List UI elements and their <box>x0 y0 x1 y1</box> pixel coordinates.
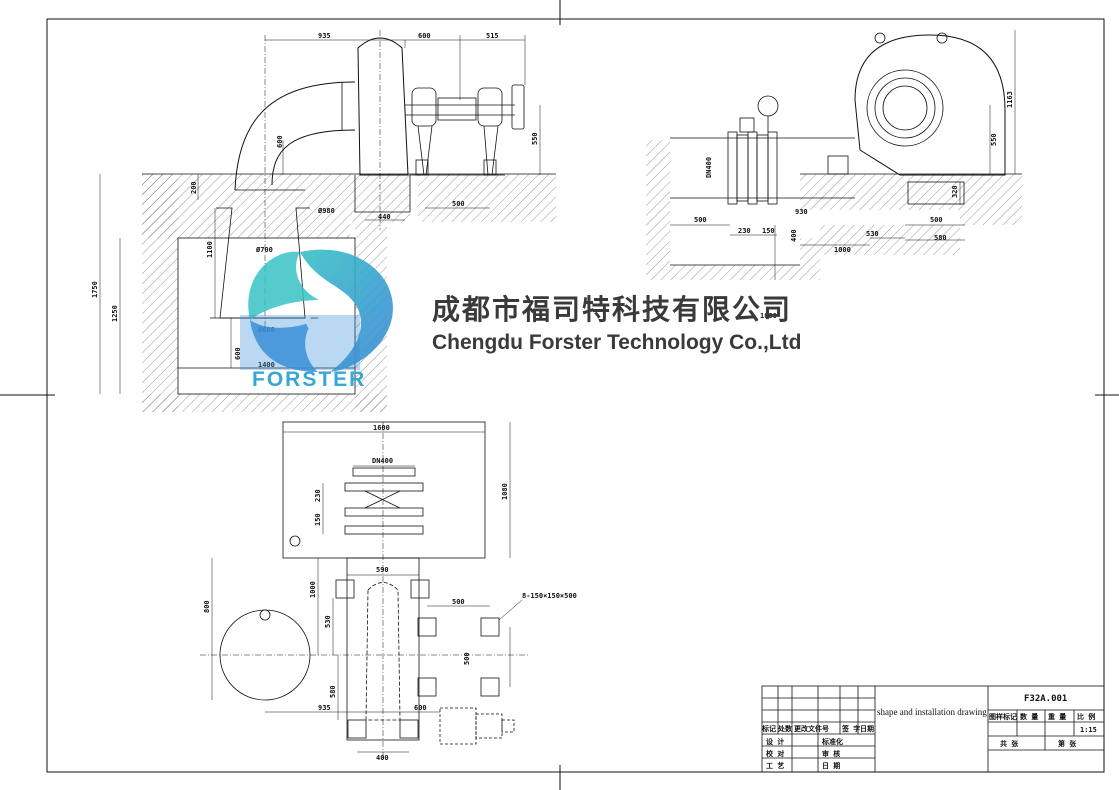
dim-dn400-plan: DN400 <box>372 457 393 465</box>
role-date: 日 期 <box>822 761 840 770</box>
dim-580-plan: 580 <box>329 685 337 698</box>
dim-590: 590 <box>376 566 389 574</box>
forster-logo <box>240 249 393 372</box>
dim-150: 150 <box>762 227 775 235</box>
dim-550: 550 <box>531 132 539 145</box>
dim-phi980: Ø980 <box>317 207 335 215</box>
company-name-en: Chengdu Forster Technology Co.,Ltd <box>432 331 802 354</box>
dim-1100: 1100 <box>206 241 214 258</box>
plan-view-dimensions: 1600 DN400 230 150 1080 590 800 1000 530… <box>203 424 577 762</box>
dim-1750: 1750 <box>91 281 99 298</box>
rev-header-2: 处数 <box>777 724 793 733</box>
sheet-total: 共 张 <box>1000 739 1019 748</box>
dim-600-pit: 600 <box>234 347 242 360</box>
dim-935: 935 <box>318 32 331 40</box>
dim-530-plan: 530 <box>324 615 332 628</box>
dim-1000-plan: 1000 <box>309 581 317 598</box>
drawing-number: F32A.001 <box>1024 694 1068 704</box>
sheet-no: 第 张 <box>1058 739 1077 748</box>
title-block <box>761 685 1105 773</box>
dim-1400: 1400 <box>258 361 275 369</box>
rev-header-3: 更改文件号 <box>794 724 829 733</box>
dim-1163: 1163 <box>1006 91 1014 108</box>
scale-value: 1:15 <box>1080 726 1097 734</box>
rev-header-4: 签 字 <box>841 724 860 733</box>
dim-200: 200 <box>190 181 198 194</box>
dim-800: 800 <box>203 600 211 613</box>
dim-515: 515 <box>486 32 499 40</box>
role-standard: 标准化 <box>821 737 843 746</box>
dim-320: 320 <box>951 185 959 198</box>
header-scale: 比 例 <box>1077 712 1095 721</box>
dim-935-plan: 935 <box>318 704 331 712</box>
dim-600: 600 <box>418 32 431 40</box>
dim-230: 230 <box>738 227 751 235</box>
dim-500-right: 500 <box>930 216 943 224</box>
dim-580: 580 <box>934 234 947 242</box>
dim-400-plan: 400 <box>376 754 389 762</box>
role-approve: 审 核 <box>822 749 840 758</box>
side-view <box>646 30 1022 280</box>
dim-500-left: 500 <box>694 216 707 224</box>
bolt-spec: 8-150×150×500 <box>522 592 577 600</box>
plan-view <box>200 421 530 760</box>
header-qty: 数 量 <box>1020 712 1038 721</box>
dim-550-side: 550 <box>990 133 998 146</box>
dim-dn400: DN400 <box>705 157 713 178</box>
role-design: 设 计 <box>766 737 784 746</box>
dim-500-plan-h: 500 <box>452 598 465 606</box>
dim-440: 440 <box>378 213 391 221</box>
dim-1080: 1080 <box>760 312 777 320</box>
header-weight: 重 量 <box>1048 712 1066 721</box>
dim-1000: 1000 <box>834 246 851 254</box>
dim-500-plan-v: 500 <box>463 652 471 665</box>
role-check: 校 对 <box>766 749 784 758</box>
dim-600-plan: 600 <box>414 704 427 712</box>
dim-1250: 1250 <box>111 305 119 322</box>
dim-600-elbow: 600 <box>276 135 284 148</box>
dim-1600: 1600 <box>373 424 390 432</box>
dim-500: 500 <box>452 200 465 208</box>
company-name-cn: 成都市福司特科技有限公司 <box>432 293 793 326</box>
dim-150-plan: 150 <box>314 513 322 526</box>
side-view-dimensions: 1163 550 DN400 320 500 230 150 400 1000 … <box>694 91 1014 320</box>
rev-header-5: 日期 <box>860 724 874 733</box>
dim-530: 530 <box>866 230 879 238</box>
dim-phi700: Ø700 <box>255 246 273 254</box>
dim-1080-plan: 1080 <box>501 483 509 500</box>
dim-400: 400 <box>790 229 798 242</box>
rev-header-1: 标记 <box>761 724 776 733</box>
role-process: 工 艺 <box>766 761 784 770</box>
dim-930: 930 <box>795 208 808 216</box>
title-block-text: 标记 处数 更改文件号 签 字 日期 设 计 校 对 工 艺 标准化 审 核 日… <box>761 712 1097 770</box>
logo-wordmark: FORSTER <box>252 368 367 391</box>
dim-230-plan: 230 <box>314 489 322 502</box>
header-mark: 图样标记 <box>989 712 1017 721</box>
drawing-title: shape and installation drawing <box>877 707 987 717</box>
